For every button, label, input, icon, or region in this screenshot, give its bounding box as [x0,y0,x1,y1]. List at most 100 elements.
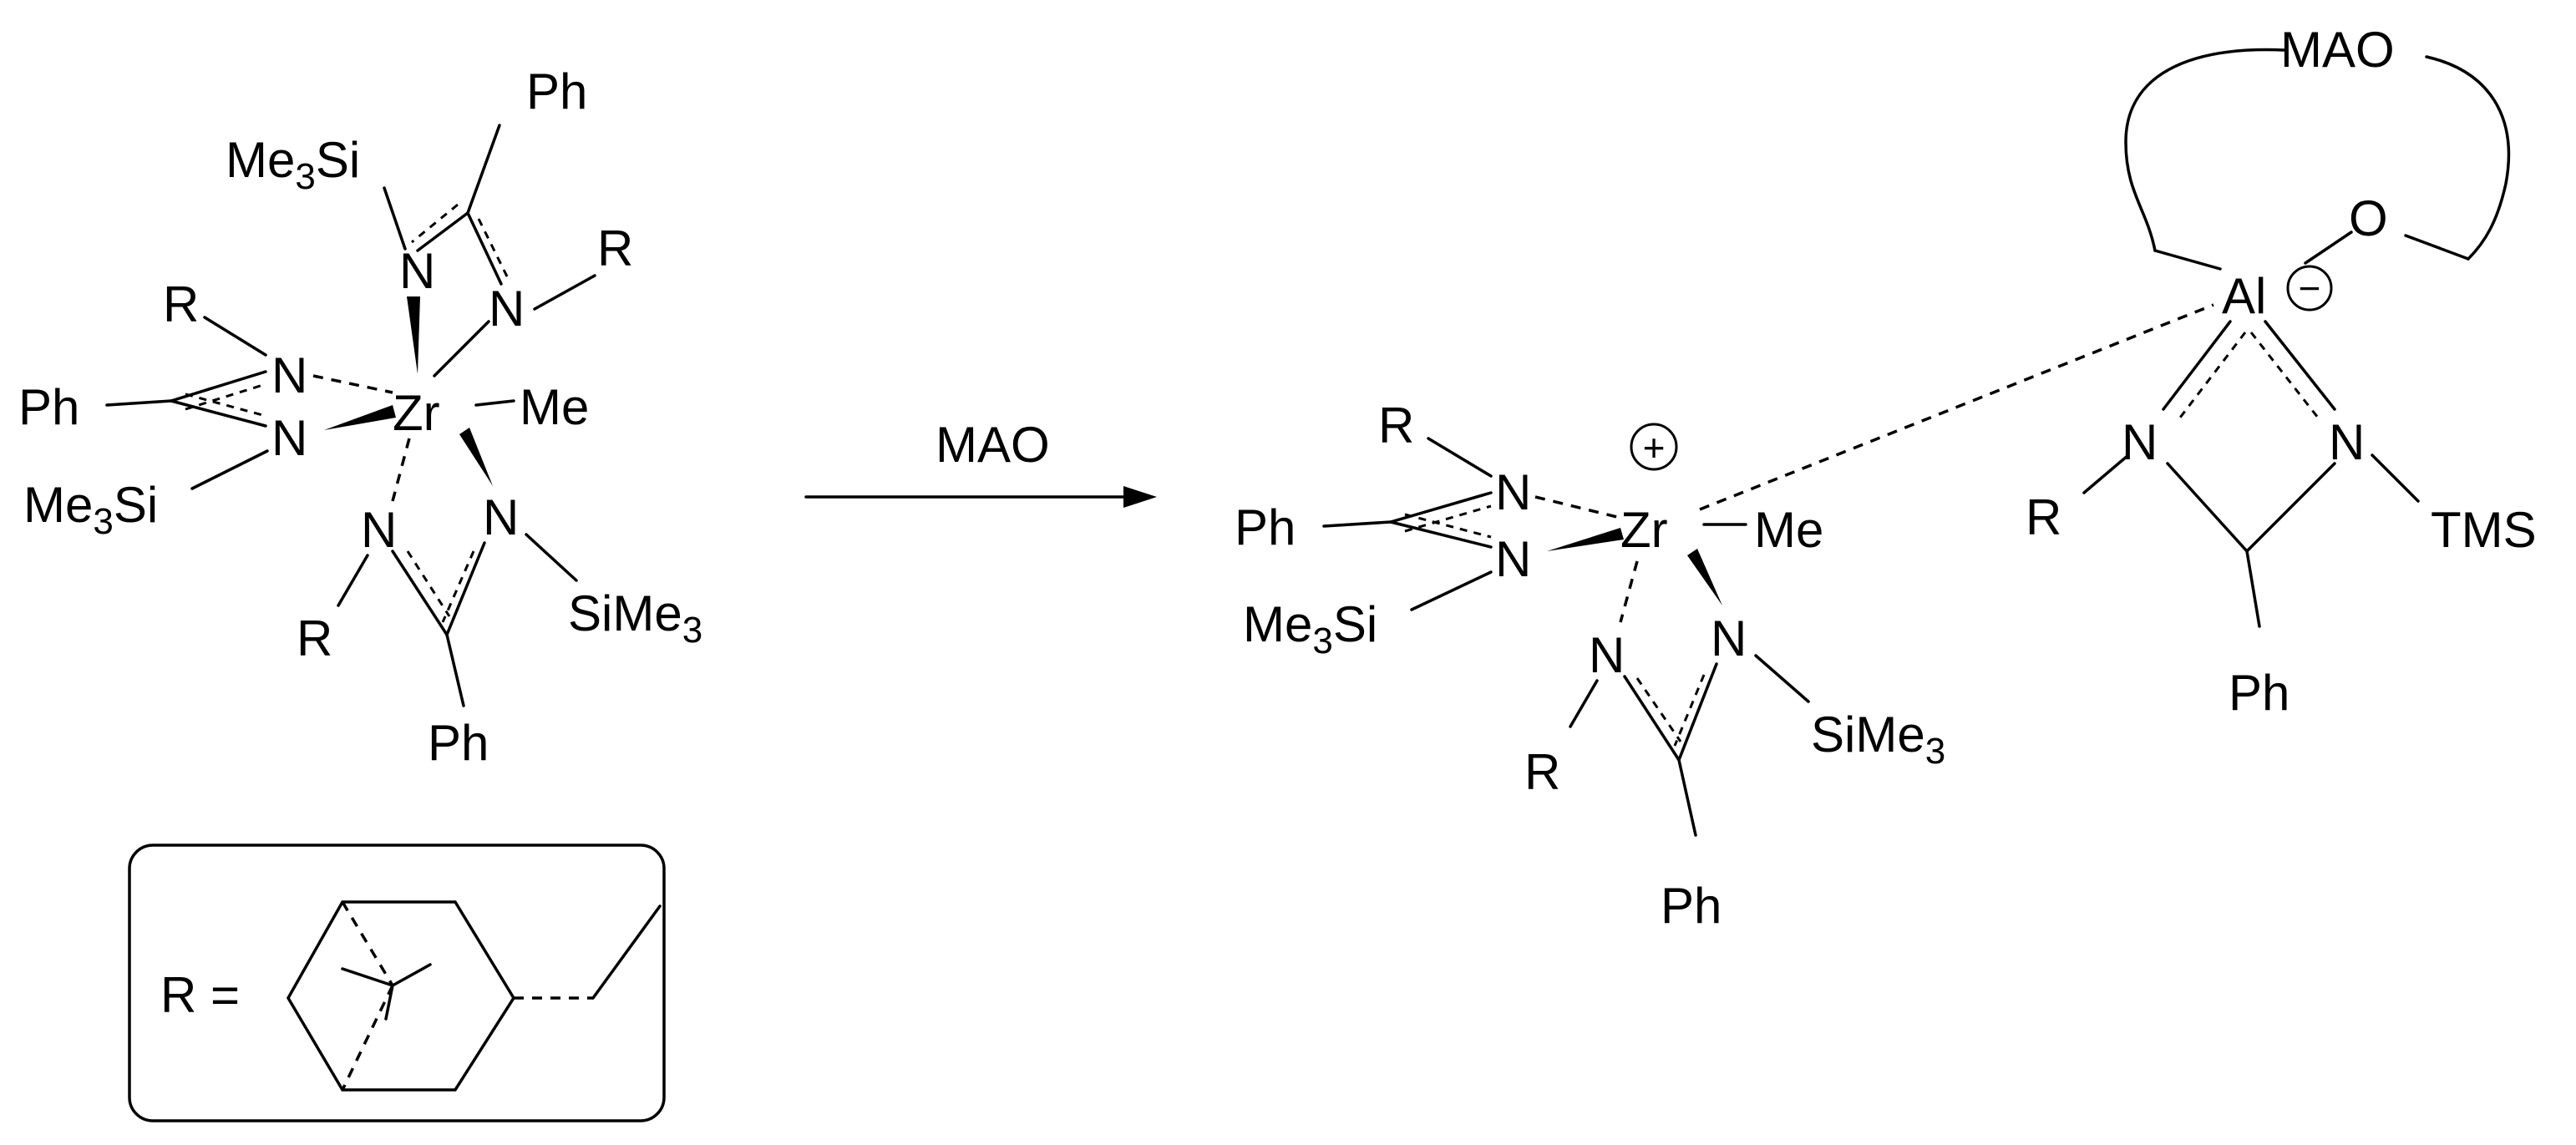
bond [1673,674,1706,747]
bond [411,203,459,244]
bond [1427,437,1493,478]
bond [383,186,407,251]
bond [1619,560,1639,623]
bond [312,374,393,394]
reactant-bottom-r-label: R [297,610,332,666]
reactant-top-ph-label: Ph [526,63,587,119]
bond [466,211,503,286]
cation-r-label: R [1378,398,1414,453]
product-anion: MAO O Al − N N R TMS Ph [2026,22,2537,721]
anion-charge-circle [2286,265,2333,312]
reactant-bottom-n-left: N [361,502,397,558]
reactant-top-n-left: N [399,243,435,299]
ion-pair-interaction [1699,303,2214,511]
bond-wedge [407,296,420,374]
bond [2249,332,2320,418]
reactant-top-r-label: R [597,220,633,276]
bond [591,904,662,1000]
reactant-left-n-bottom: N [271,410,307,466]
bond [203,316,267,357]
bond-wedge [459,428,493,486]
bicyclic-ring [286,900,516,1092]
reactant-bottom-ph-label: Ph [428,715,489,771]
bond [185,393,266,418]
bond-wedge [1547,528,1624,551]
bond [185,383,266,411]
bond [2404,234,2470,261]
reactant-left-ph-label: Ph [18,379,79,435]
bond [170,370,267,403]
bond [445,541,486,636]
bond [1623,675,1681,762]
anion-n-left: N [2122,414,2158,470]
product-cation: R N N Ph Me3Si Zr + Me N N R SiMe3 Ph [1235,398,1945,934]
reactant-left-n-top: N [271,347,307,403]
bond [1404,504,1492,533]
reactant-top-silyl-label: Me3Si [226,132,360,197]
anion-ph-label: Ph [2229,665,2289,721]
bond [1677,758,1697,837]
bond [2371,453,2420,503]
reactant-zr: Zr [393,385,440,441]
cation-n-top: N [1495,464,1531,520]
cation-bottom-silyl-label: SiMe3 [1811,707,1945,772]
bond [190,449,269,490]
anion-charge: − [2299,266,2321,310]
cation-bottom-n-right: N [1711,610,1747,666]
bond [533,274,596,311]
bond [416,211,469,252]
bond [2245,462,2336,553]
bond-wedge [324,405,396,430]
bond [391,438,411,502]
reactant-top-n-right: N [489,281,525,337]
anion-silyl-label: TMS [2431,502,2537,558]
bond [1410,570,1493,611]
bond [384,984,394,1021]
bond [337,554,369,607]
reactant-bottom-n-right: N [483,489,519,545]
r-definition-label: R = [160,967,240,1023]
bond-wedge [1687,549,1722,605]
bond [1754,654,1810,703]
bond [2245,550,2261,628]
reactant-left-silyl-label: Me3Si [23,477,158,542]
r-definition-box: R = [128,844,666,1122]
cation-zr: Zr [1620,502,1668,558]
bond [105,399,173,407]
bond [2166,462,2249,553]
bond [391,963,432,987]
reactant-complex: Ph Me3Si N N R R N N Ph Me3Si Zr Me [18,63,702,771]
bond [2153,249,2222,271]
bond [477,218,510,279]
bond [433,320,490,377]
bond [1677,662,1718,762]
cation-methyl: Me [1754,502,1823,558]
reactant-bottom-silyl-label: SiMe3 [568,585,702,651]
r-box-frame [128,844,666,1122]
anion-n-right: N [2329,414,2365,470]
cation-bottom-n-left: N [1589,627,1625,683]
bond [1389,491,1493,524]
bond [445,633,465,707]
bond [341,967,394,987]
mao-support-arc-left [2124,48,2286,252]
cation-bottom-ph-label: Ph [1661,878,1722,934]
bond [1404,513,1492,539]
bond [1534,495,1621,519]
bond [1322,520,1392,528]
bond [1389,520,1493,549]
bond [2178,332,2247,418]
anion-al: Al [2222,268,2266,324]
bond [525,533,578,582]
reactant-methyl: Me [520,379,589,435]
mao-support-arc-right [2425,55,2511,261]
bond [1635,677,1682,742]
bond [341,985,394,1091]
cation-bottom-r-label: R [1524,744,1560,800]
bond [466,124,501,215]
anion-support-label: MAO [2280,22,2395,78]
anion-oxygen: O [2349,190,2388,246]
bond [474,399,515,407]
cation-charge-circle [1630,423,1678,471]
